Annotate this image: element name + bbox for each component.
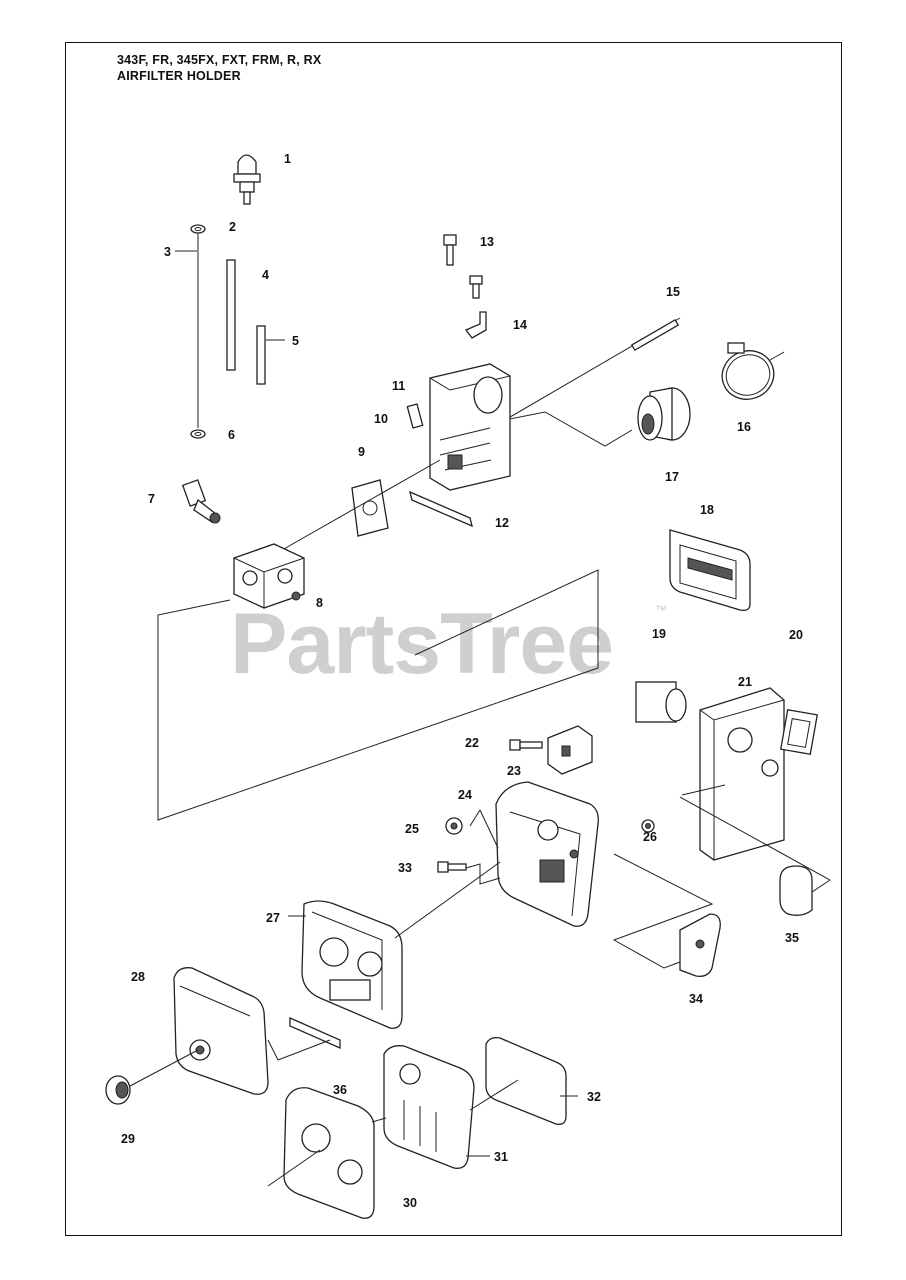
part-32-foam-filter [485,1036,567,1125]
part-21-filter-holder [635,681,818,861]
part-6-oring [190,429,206,439]
callout-12: 12 [495,516,509,530]
part-29-knob [105,1049,199,1105]
part-11-plug [406,403,424,429]
section-title: AIRFILTER HOLDER [117,69,241,83]
part-14-bracket [464,311,487,339]
callout-4: 4 [262,268,269,282]
part-27-filter-housing [301,900,403,1029]
callout-6: 6 [228,428,235,442]
callout-8: 8 [316,596,323,610]
callout-21: 21 [738,675,752,689]
callout-15: 15 [666,285,680,299]
part-5-tube [256,325,266,385]
callout-34: 34 [689,992,703,1006]
part-13b-screw [469,275,483,299]
part-26-nut [641,819,655,833]
part-22-bolt [509,739,543,751]
part-12-gasket [409,490,473,528]
callout-30: 30 [403,1196,417,1210]
callout-7: 7 [148,492,155,506]
part-4-tube [226,259,236,371]
part-25-nut [445,817,463,835]
callout-18: 18 [700,503,714,517]
part-17-intake-boot [637,387,691,441]
callout-35: 35 [785,931,799,945]
part-24-housing [495,781,599,927]
callout-26: 26 [643,830,657,844]
part-7-choke-lever [181,479,221,524]
callout-1: 1 [284,152,291,166]
diagram-frame [65,42,842,1236]
callout-9: 9 [358,445,365,459]
model-list: 343F, FR, 345FX, FXT, FRM, R, RX [117,53,322,67]
part-9-gasket [351,479,389,537]
callout-33: 33 [398,861,412,875]
callout-22: 22 [465,736,479,750]
callout-5: 5 [292,334,299,348]
callout-16: 16 [737,420,751,434]
part-33-screw [437,861,467,873]
callout-24: 24 [458,788,472,802]
callout-2: 2 [229,220,236,234]
callout-14: 14 [513,318,527,332]
part-8-carburetor [233,543,305,609]
callout-3: 3 [164,245,171,259]
part-18-air-filter [669,529,751,612]
callout-36: 36 [333,1083,347,1097]
callout-10: 10 [374,412,388,426]
callout-23: 23 [507,764,521,778]
part-9-adapter-housing [429,363,511,491]
part-23-bracket [547,725,593,775]
trademark-symbol: ™ [655,603,667,617]
callout-27: 27 [266,911,280,925]
callout-17: 17 [665,470,679,484]
callout-20: 20 [789,628,803,642]
callout-28: 28 [131,970,145,984]
part-28-cover [173,967,269,1095]
part-2-oring [190,224,206,234]
callout-29: 29 [121,1132,135,1146]
callout-19: 19 [652,627,666,641]
part-34-latch [679,913,721,977]
part-13-screw [443,234,457,266]
part-36-gasket-strip [289,1017,341,1049]
watermark: PartsTree [230,596,614,692]
part-35-clip [779,865,813,916]
part-30-filter-plate [283,1087,375,1219]
callout-32: 32 [587,1090,601,1104]
part-16-clamp [721,342,775,400]
callout-25: 25 [405,822,419,836]
callout-13: 13 [480,235,494,249]
callout-11: 11 [392,379,406,393]
part-1-primer-bulb [233,154,261,205]
part-31-frame [383,1045,475,1169]
callout-31: 31 [494,1150,508,1164]
